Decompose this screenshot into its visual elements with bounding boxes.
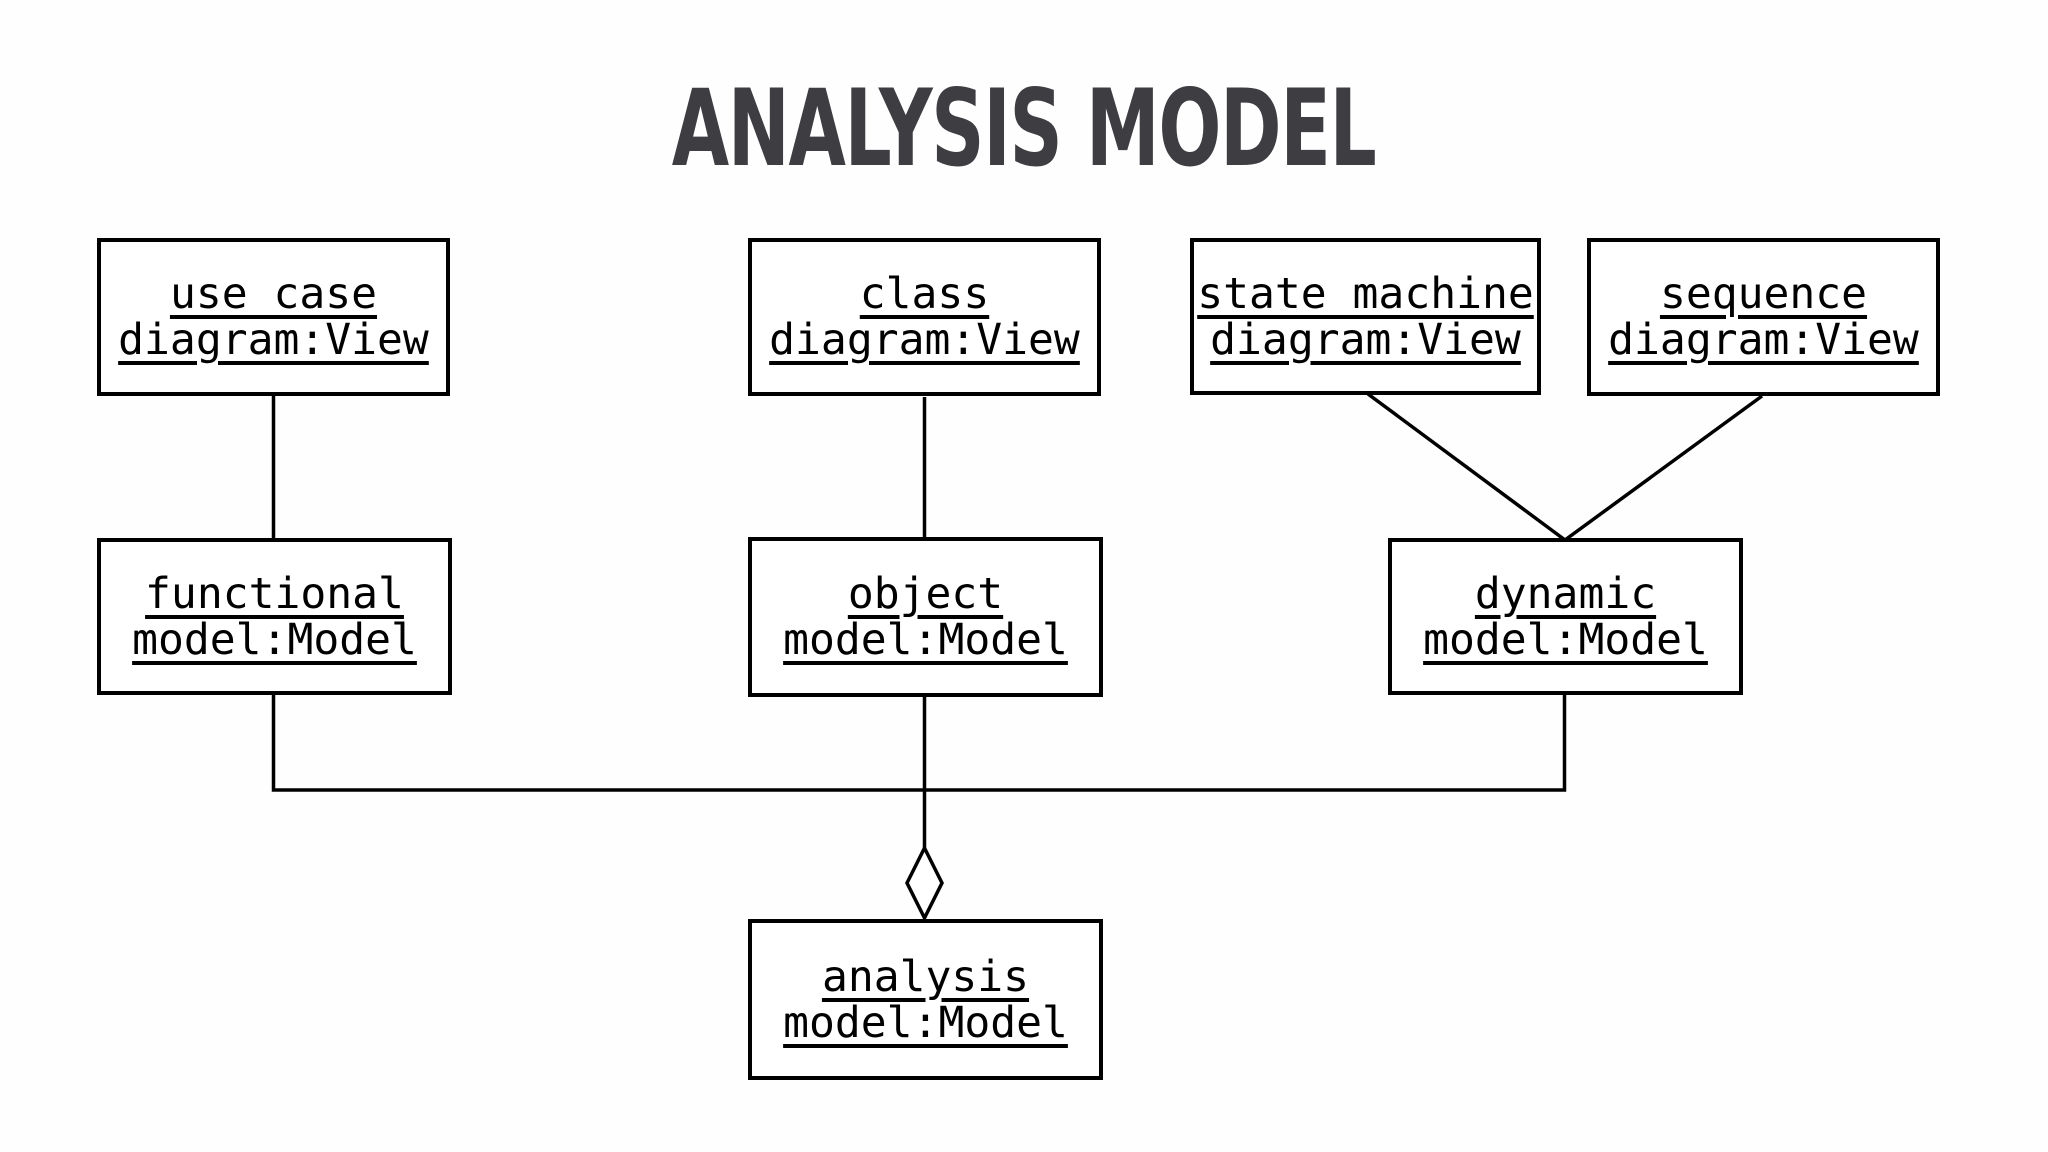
node-label-line2: model:Model xyxy=(1423,614,1708,665)
node-analysis-model: analysis model:Model xyxy=(748,919,1103,1080)
node-class-view: class diagram:View xyxy=(748,238,1101,396)
node-dynamic-model: dynamic model:Model xyxy=(1388,538,1743,695)
node-label-line1: object xyxy=(847,569,1004,619)
edge-state-machine-dynamic xyxy=(1366,392,1567,542)
node-label-line2: diagram:View xyxy=(118,315,429,365)
node-label-line1: functional xyxy=(145,568,404,619)
node-functional-model: functional model:Model xyxy=(97,538,452,695)
aggregation-diamond-icon xyxy=(905,844,944,922)
edge-aggregation-bus xyxy=(271,694,1567,792)
node-label-line1: use case xyxy=(169,269,378,319)
node-label-line1: state machine xyxy=(1197,268,1534,319)
node-object-model: object model:Model xyxy=(748,537,1103,697)
node-label-line1: dynamic xyxy=(1474,568,1657,619)
node-label-line1: class xyxy=(859,269,990,319)
node-label-line2: model:Model xyxy=(132,614,417,665)
node-label-line2: diagram:View xyxy=(1210,314,1521,365)
node-label-line2: model:Model xyxy=(783,615,1068,665)
node-sequence-view: sequence diagram:View xyxy=(1587,238,1940,396)
node-label-line1: analysis xyxy=(821,951,1030,1002)
node-label-line2: model:Model xyxy=(783,997,1068,1048)
node-label-line2: diagram:View xyxy=(769,315,1080,365)
node-state-machine-view: state machine diagram:View xyxy=(1190,238,1541,395)
edge-sequence-dynamic xyxy=(1563,394,1764,542)
node-use-case-view: use case diagram:View xyxy=(97,238,450,396)
node-label-line1: sequence xyxy=(1659,269,1868,319)
node-label-line2: diagram:View xyxy=(1608,315,1919,365)
